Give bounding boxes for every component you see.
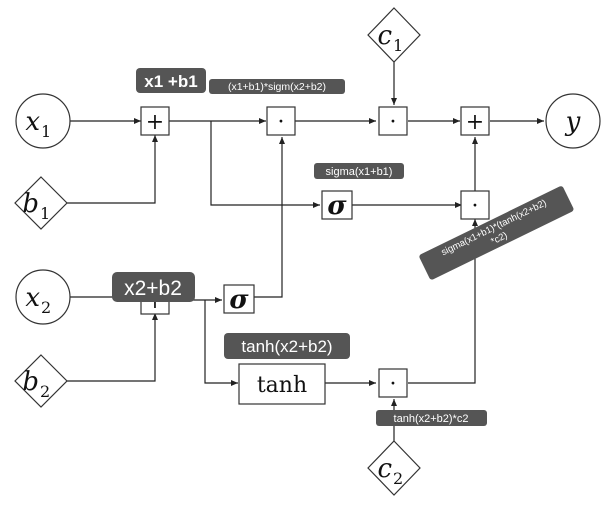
op-sigma2: σ [223, 284, 255, 315]
wire-plus2-tanh [204, 300, 238, 386]
node-x2-sub: 2 [41, 298, 51, 317]
tag-gate-product: (x1+b1)*sigm(x2+b2) [209, 79, 345, 94]
op-plus1-symbol: + [146, 110, 164, 135]
op-dot4-symbol: · [472, 194, 479, 219]
tag-tanh-x2: tanh(x2+b2) [224, 333, 350, 359]
op-sigma2-symbol: σ [229, 285, 249, 315]
node-c1-sub: 1 [393, 36, 403, 55]
node-c2: c 2 [367, 440, 421, 496]
tag-x1-b1-text: x1 +b1 [144, 72, 197, 91]
node-b1-label: b [22, 189, 39, 219]
op-plus1: + [140, 106, 170, 136]
op-dot3-symbol: · [390, 372, 397, 397]
tag-sigma-x1-text: sigma(x1+b1) [326, 166, 393, 178]
node-b2-label: b [22, 367, 39, 397]
wire-dot3-dot4 [408, 219, 478, 384]
wire-sigma2-dot1 [254, 137, 285, 298]
op-dot3: · [378, 368, 408, 398]
node-x1: x 1 [15, 93, 71, 149]
node-y-label: y [565, 107, 581, 137]
tag-sigma-x1: sigma(x1+b1) [314, 163, 404, 179]
node-x2-label: x [25, 283, 40, 313]
node-c1-label: c [377, 21, 392, 51]
tag-sigma-tanh: sigma(x1+b1)*(tanh(x2+b2) *c2) [419, 186, 574, 280]
tag-tanh-c2: tanh(x2+b2)*c2 [376, 410, 487, 426]
node-y: y [545, 93, 601, 149]
op-dot2-symbol: · [390, 110, 397, 135]
tag-x2-b2-text: x2+b2 [124, 277, 182, 300]
wire-b2-plus2 [67, 313, 158, 382]
node-c2-label: c [377, 454, 392, 484]
tag-gate-product-text: (x1+b1)*sigm(x2+b2) [228, 81, 326, 93]
tag-tanh-c2-text: tanh(x2+b2)*c2 [394, 413, 469, 425]
wire-plus1-sigma1 [210, 121, 320, 208]
tag-tanh-x2-text: tanh(x2+b2) [241, 337, 332, 356]
tag-x1-b1: x1 +b1 [136, 68, 206, 93]
node-c2-sub: 2 [393, 469, 403, 488]
node-x1-sub: 1 [41, 122, 51, 141]
op-dot1-symbol: · [278, 110, 285, 135]
node-b2-sub: 2 [40, 382, 50, 401]
op-dot4: · [460, 190, 490, 220]
op-sigma1: σ [321, 190, 353, 221]
wire-b1-plus1 [67, 135, 158, 204]
node-c1: c 1 [367, 7, 421, 63]
wires [67, 62, 544, 441]
op-tanh-label: tanh [257, 373, 307, 398]
node-b1-sub: 1 [40, 204, 50, 223]
node-b2: b 2 [14, 354, 68, 408]
op-sigma1-symbol: σ [327, 191, 347, 221]
node-x1-label: x [25, 107, 40, 137]
node-x2: x 2 [15, 269, 71, 325]
op-tanh: tanh [238, 363, 326, 405]
node-b1: b 1 [14, 176, 68, 230]
op-plus3: + [460, 106, 490, 136]
op-dot1: · [266, 106, 296, 136]
op-plus3-symbol: + [466, 110, 484, 135]
op-dot2: · [378, 106, 408, 136]
tag-x2-b2: x2+b2 [112, 272, 195, 302]
